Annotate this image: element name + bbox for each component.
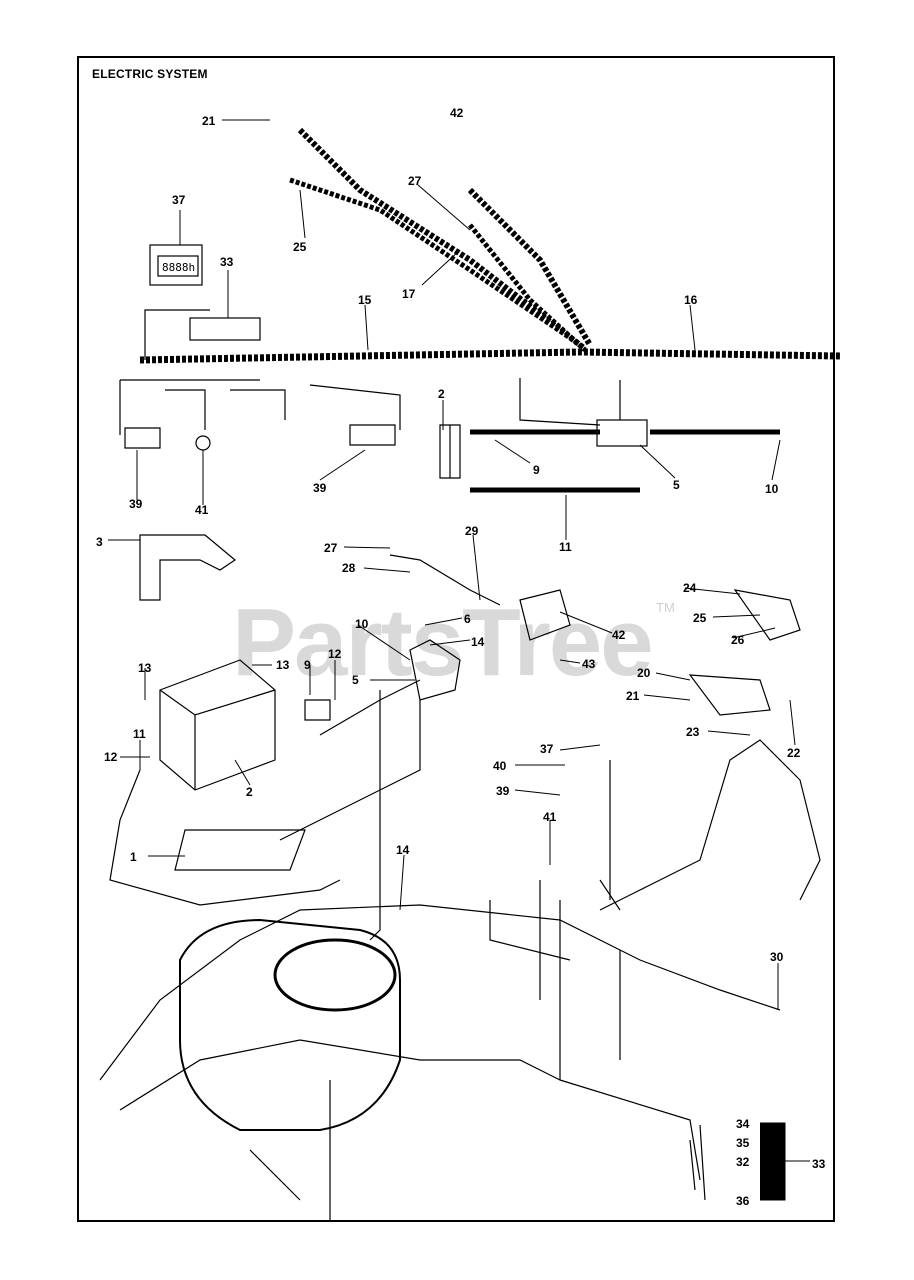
callout-label: 40 [493, 759, 507, 773]
callout-label: 17 [402, 287, 416, 301]
callout-label: 9 [304, 658, 311, 672]
callout-label: 11 [133, 727, 146, 741]
callout-label: 43 [582, 657, 596, 671]
diagram-title: ELECTRIC SYSTEM [92, 67, 208, 81]
callout-label: 25 [693, 611, 707, 625]
callout-label: 39 [313, 481, 327, 495]
hour-meter-display: 8888h [157, 255, 199, 277]
callout-label: 25 [293, 240, 307, 254]
callout-label: 41 [195, 503, 209, 517]
callout-label: 21 [626, 689, 640, 703]
callout-label: 5 [673, 478, 680, 492]
callout-label: 32 [736, 1155, 750, 1169]
callout-label: 41 [543, 810, 557, 824]
callout-label: 14 [396, 843, 410, 857]
diagram-frame [77, 56, 835, 1222]
callout-label: 14 [471, 635, 485, 649]
callout-label: 36 [736, 1194, 750, 1208]
hour-meter-text: 8888h [162, 261, 195, 274]
diagram-lines [99, 127, 841, 1220]
callout-label: 35 [736, 1136, 750, 1150]
callout-label: 10 [355, 617, 369, 631]
callout-label: 27 [324, 541, 338, 555]
leader-lines [108, 119, 810, 1201]
callout-label: 37 [172, 193, 186, 207]
callout-label: 23 [686, 725, 700, 739]
callout-label: 3 [96, 535, 103, 549]
callout-label: 20 [637, 666, 651, 680]
callout-label: 9 [533, 463, 540, 477]
callout-label: 27 [408, 174, 422, 188]
callout-label: 2 [438, 387, 445, 401]
callout-label: 21 [202, 114, 216, 128]
watermark: PartsTree [232, 589, 654, 696]
callout-label: 13 [138, 661, 152, 675]
callout-label: 28 [342, 561, 356, 575]
callout-label: 39 [496, 784, 510, 798]
callout-label: 2 [246, 785, 253, 799]
callout-label: 13 [276, 658, 290, 672]
callout-label: 37 [540, 742, 554, 756]
callout-label: 11 [559, 540, 572, 554]
callout-label: 15 [358, 293, 372, 307]
callout-numbers: 21 42 27 37 33 25 17 15 16 2 9 5 10 39 4… [96, 106, 826, 1208]
callout-label: 33 [220, 255, 234, 269]
callout-label: 42 [612, 628, 626, 642]
callout-label: 39 [129, 497, 143, 511]
callout-label: 24 [683, 581, 697, 595]
callout-label: 30 [770, 950, 784, 964]
callout-label: 26 [731, 633, 745, 647]
callout-label: 1 [130, 850, 137, 864]
callout-label: 10 [765, 482, 779, 496]
callout-label: 33 [812, 1157, 826, 1171]
callout-label: 34 [736, 1117, 750, 1131]
callout-label: 5 [352, 673, 359, 687]
callout-label: 6 [464, 612, 471, 626]
watermark-tm: TM [656, 600, 675, 615]
callout-label: 16 [684, 293, 698, 307]
callout-label: 12 [104, 750, 118, 764]
callout-label: 29 [465, 524, 479, 538]
callout-label: 22 [787, 746, 801, 760]
callout-label: 42 [450, 106, 464, 120]
callout-label: 12 [328, 647, 342, 661]
